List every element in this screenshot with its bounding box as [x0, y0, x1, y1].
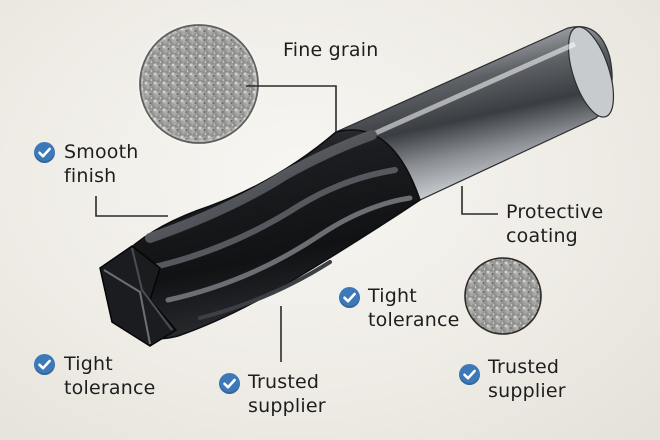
smooth-finish-line-1: Smooth [64, 141, 139, 163]
tool-shank [334, 26, 615, 201]
check-circle-icon [34, 354, 55, 375]
check-circle-icon [219, 373, 240, 394]
trusted-supplier-mid-line-1: Trusted [248, 371, 320, 393]
tight-tolerance-left-line-1: Tight [64, 353, 113, 375]
tight-tolerance-left-label: Tight tolerance [64, 352, 155, 400]
check-circle-icon [339, 287, 360, 308]
smooth-finish-line-2: finish [64, 165, 117, 187]
leader-smooth-finish [95, 196, 168, 217]
fine-grain-label: Fine grain [283, 39, 379, 61]
trusted-supplier-mid-label: Trusted supplier [248, 370, 326, 418]
leader-lines [95, 85, 498, 362]
trusted-supplier-right-line-2: supplier [488, 380, 566, 402]
grain-detail-magnifier [464, 257, 542, 335]
fluted-cutting-body [99, 129, 421, 347]
check-circle-icon [459, 364, 480, 385]
protective-coating-line-2: coating [506, 225, 578, 247]
tight-tolerance-mid-line-1: Tight [368, 285, 417, 307]
tight-tolerance-mid-line-2: tolerance [368, 309, 460, 331]
tight-tolerance-mid-label: Tight tolerance [368, 284, 459, 332]
protective-coating-line-1: Protective [506, 201, 604, 223]
trusted-supplier-right-line-1: Trusted [488, 356, 560, 378]
leader-protective-coating [461, 186, 498, 215]
leader-fine-grain [246, 85, 337, 132]
trusted-supplier-mid-line-2: supplier [248, 395, 326, 417]
smooth-finish-label: Smooth finish [64, 140, 139, 188]
protective-coating-label: Protective coating [506, 200, 603, 248]
fine-grain-magnifier [137, 22, 261, 146]
trusted-supplier-right-label: Trusted supplier [488, 355, 566, 403]
check-circle-icon [34, 142, 55, 163]
tight-tolerance-left-line-2: tolerance [64, 377, 156, 399]
